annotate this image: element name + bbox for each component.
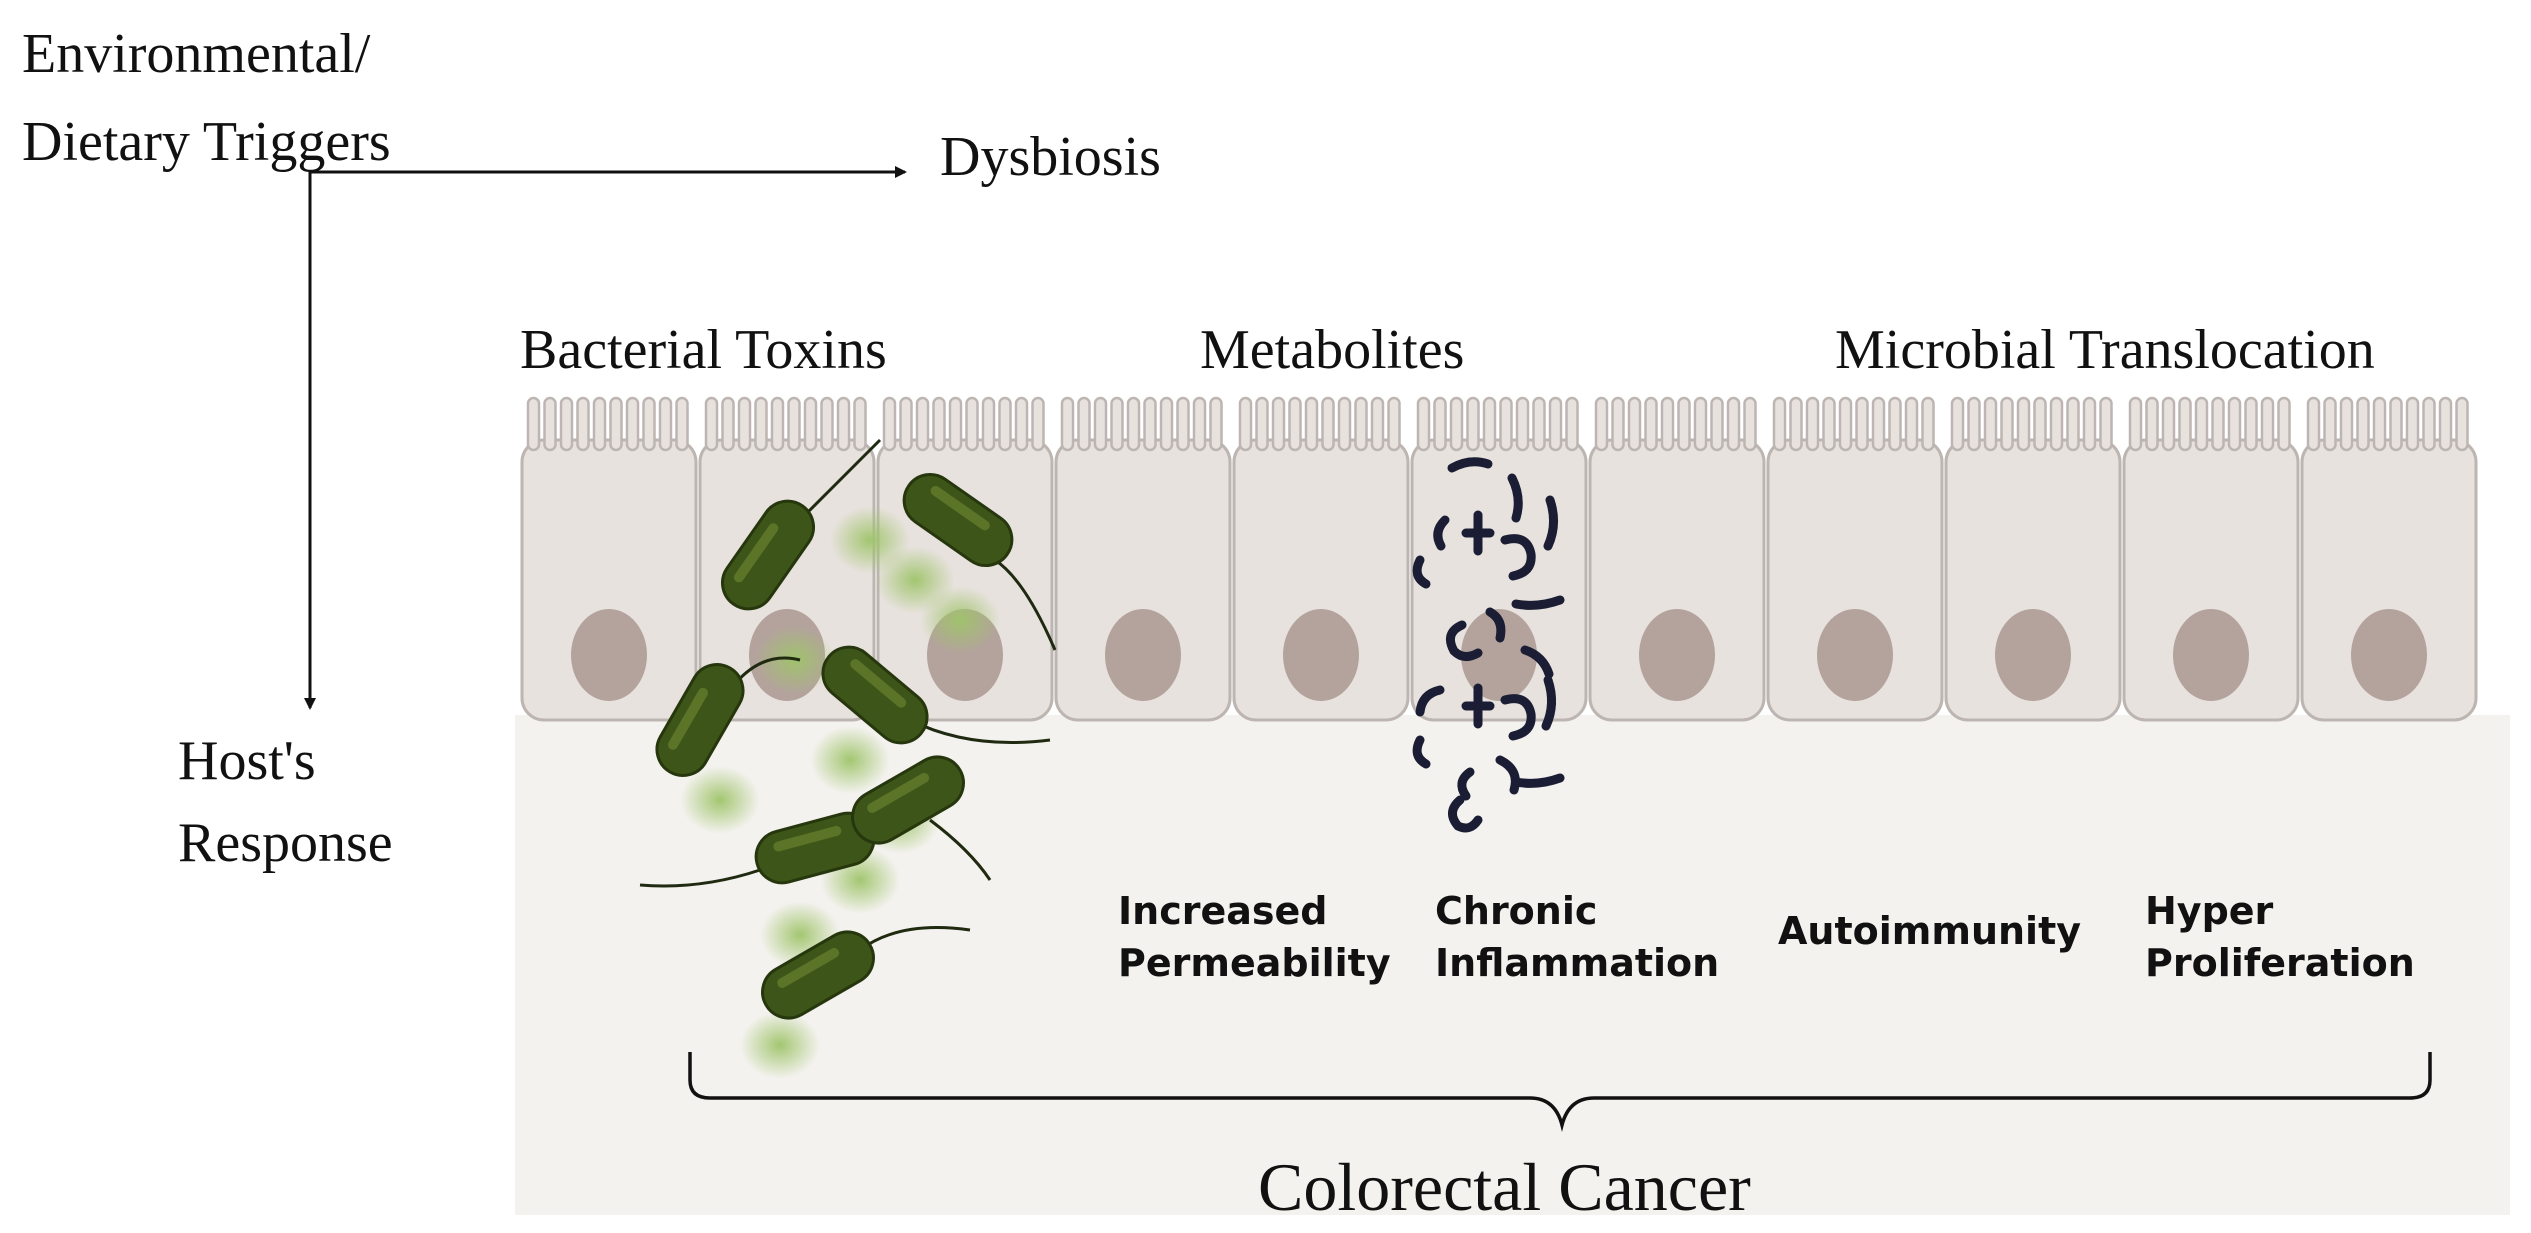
metabolite-fragment-icon [1500,694,1536,741]
epithelial-cell-icon [1232,396,1410,722]
toxin-cloud-icon [810,726,890,794]
metabolite-fragment-icon [1507,473,1523,523]
triggers-line-2: Dietary Triggers [22,111,391,173]
metabolite-fragment-icon [1495,755,1520,795]
triggers-line-1: Environmental/ [22,23,371,85]
curly-brace-icon [688,1052,2432,1132]
bacterium-icon [655,656,801,777]
metabolite-fragment-icon [1412,735,1431,769]
metabolite-fragment-icon [1412,555,1431,589]
dysbiosis-label: Dysbiosis [940,126,1161,188]
toxin-cloud-icon [920,586,1000,654]
metabolite-fragment-icon [1500,534,1536,581]
epithelial-cell-icon [1410,396,1588,722]
toxin-cloud-icon [680,766,760,834]
outcome-line-1: Increased [1118,889,1328,933]
epithelial-cell-icon [1054,396,1232,722]
host-response-label: Host's Response [178,720,393,884]
epithelial-cell-icon [2122,396,2300,722]
metabolite-fragment-icon [1485,607,1506,643]
epithelial-cell-icon [1766,396,1944,722]
metabolite-cluster [1412,457,1565,833]
metabolite-fragment-icon [1448,795,1483,833]
outcome-hyper-proliferation: Hyper Proliferation [2145,885,2415,989]
metabolite-fragment-icon [1541,675,1556,731]
metabolite-fragment-icon [1457,767,1475,801]
outcome-autoimmunity: Autoimmunity [1778,905,2081,957]
header-metabolites: Metabolites [1200,319,1465,381]
host-line-2: Response [178,812,393,874]
header-microbial-translocation: Microbial Translocation [1835,319,2375,381]
environmental-triggers-label: Environmental/ Dietary Triggers [22,10,391,186]
outcome-line-1: Hyper [2145,889,2274,933]
epithelial-cell-icon [1944,396,2122,722]
metabolite-fragment-icon [1445,620,1483,661]
bacteria-cluster [639,438,1057,1020]
metabolite-fragment-icon [1461,510,1495,556]
bacterium-icon [821,645,1051,745]
toxin-cloud-icon [740,1011,820,1079]
host-line-1: Host's [178,730,316,792]
header-bacterial-toxins: Bacterial Toxins [520,319,887,381]
outcome-line-2: Inflammation [1435,941,1720,985]
bacterium-icon [720,438,882,611]
metabolite-fragment-icon [1461,683,1495,729]
epithelial-cell-icon [2300,396,2478,722]
metabolite-fragment-icon [1520,645,1554,679]
arrow-to-dysbiosis [308,166,907,180]
metabolite-fragment-icon [1447,457,1493,473]
outcome-line-1: Chronic [1435,889,1598,933]
outcome-line-2: Permeability [1118,941,1391,985]
colorectal-cancer-label: Colorectal Cancer [1258,1149,1751,1225]
bacterium-icon [902,472,1057,651]
flow-arrows [304,166,907,710]
outcome-line-1: Autoimmunity [1778,909,2082,953]
metabolite-fragment-icon [1415,685,1445,717]
epithelial-cell-icon [520,396,698,722]
metabolite-fragment-icon [1543,495,1558,551]
metabolite-fragment-icon [1433,515,1450,551]
epithelial-cell-icon [1588,396,1766,722]
outcome-increased-permeability: Increased Permeability [1118,885,1391,989]
metabolite-fragment-icon [1511,595,1565,610]
metabolite-fragment-icon [1511,773,1565,788]
outcome-chronic-inflammation: Chronic Inflammation [1435,885,1719,989]
bacterium-icon [851,755,992,881]
bacterium-icon [761,926,971,1020]
outcome-line-2: Proliferation [2145,941,2415,985]
